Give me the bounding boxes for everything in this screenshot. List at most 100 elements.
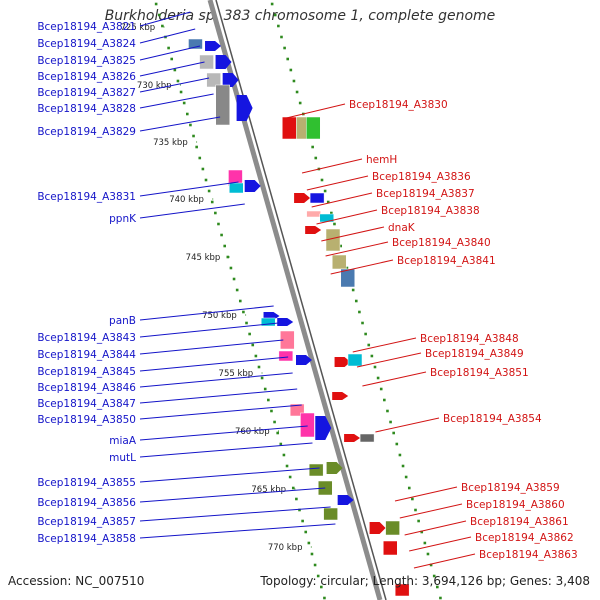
- tick-dot: [401, 464, 405, 468]
- tick-dot: [285, 464, 289, 468]
- gene-label-left[interactable]: Bcep18194_A3827: [37, 87, 136, 99]
- tick-dot: [270, 409, 273, 413]
- tick-dot: [420, 530, 424, 534]
- gene-box: [340, 268, 356, 288]
- tick-dot: [192, 134, 195, 138]
- label-leader-left: [139, 61, 205, 77]
- tick-dot: [358, 310, 361, 314]
- gene-labels[interactable]: Bcep18194_A3821Bcep18194_A3824Bcep18194_…: [37, 21, 577, 561]
- gene-box: [229, 182, 244, 194]
- tick-dot: [179, 90, 183, 94]
- tick-dot: [298, 101, 302, 105]
- gene-label-left[interactable]: Bcep18194_A3828: [37, 103, 136, 115]
- tick-dot: [260, 376, 264, 380]
- gene-label-left[interactable]: Bcep18194_A3855: [37, 477, 136, 489]
- tick-dot: [307, 541, 311, 545]
- gene-arrow: [215, 55, 232, 69]
- kbp-label: 740 kbp: [169, 195, 204, 205]
- tick-dot: [220, 233, 223, 237]
- tick-dot: [417, 519, 420, 523]
- tick-dot: [245, 321, 248, 325]
- label-leader-right: [311, 192, 373, 208]
- gene-box: [308, 463, 324, 477]
- gene-label-left[interactable]: Bcep18194_A3824: [37, 38, 136, 50]
- gene-label-left[interactable]: Bcep18194_A3829: [37, 126, 136, 138]
- label-leader-right: [404, 520, 467, 536]
- gene-label-right[interactable]: Bcep18194_A3841: [397, 255, 496, 267]
- tick-dot: [313, 563, 317, 567]
- gene-box: [318, 480, 333, 496]
- gene-label-right[interactable]: Bcep18194_A3849: [425, 348, 524, 360]
- tick-dot: [361, 321, 364, 325]
- label-leader-left: [139, 388, 298, 404]
- gene-label-right[interactable]: Bcep18194_A3840: [392, 237, 491, 249]
- gene-label-left[interactable]: Bcep18194_A3857: [37, 516, 136, 528]
- gene-arrow: [332, 392, 349, 400]
- gene-label-right[interactable]: Bcep18194_A3848: [420, 333, 519, 345]
- gene-label-left[interactable]: Bcep18194_A3845: [37, 366, 136, 378]
- tick-dot: [238, 299, 242, 303]
- tick-dot: [286, 57, 290, 61]
- gene-box: [331, 254, 347, 270]
- tick-dot: [333, 222, 336, 226]
- gene-label-left[interactable]: Bcep18194_A3821: [37, 21, 136, 33]
- gene-box: [347, 353, 363, 367]
- gene-label-right[interactable]: hemH: [366, 154, 397, 166]
- gene-label-right[interactable]: Bcep18194_A3861: [470, 516, 569, 528]
- tick-dot: [364, 332, 367, 336]
- gene-label-left[interactable]: Bcep18194_A3831: [37, 191, 136, 203]
- gene-label-right[interactable]: Bcep18194_A3830: [349, 99, 448, 111]
- tick-dot: [407, 486, 411, 490]
- gene-label-right[interactable]: Bcep18194_A3862: [475, 532, 574, 544]
- label-leader-right: [352, 337, 417, 353]
- gene-label-right[interactable]: Bcep18194_A3851: [430, 367, 529, 379]
- label-leader-left: [139, 322, 279, 338]
- tick-dot: [273, 420, 276, 424]
- label-leader-right: [399, 503, 463, 519]
- tick-dot: [210, 200, 214, 204]
- gene-label-left[interactable]: Bcep18194_A3826: [37, 71, 136, 83]
- tick-dot: [176, 79, 180, 83]
- tick-dot: [295, 90, 299, 94]
- tick-dot: [367, 343, 371, 347]
- label-leader-left: [139, 77, 210, 93]
- gene-label-left[interactable]: Bcep18194_A3844: [37, 349, 136, 361]
- gene-label-left[interactable]: Bcep18194_A3846: [37, 382, 136, 394]
- label-leader-right: [286, 103, 346, 119]
- gene-label-left[interactable]: miaA: [109, 435, 137, 447]
- tick-dot: [161, 24, 164, 28]
- gene-label-right[interactable]: Bcep18194_A3836: [372, 171, 471, 183]
- gene-label-right[interactable]: Bcep18194_A3837: [376, 188, 475, 200]
- tick-dot: [157, 13, 161, 17]
- kbp-label: 760 kbp: [235, 427, 270, 437]
- gene-arrow: [236, 95, 253, 121]
- gene-label-left[interactable]: Bcep18194_A3856: [37, 497, 136, 509]
- gene-label-right[interactable]: Bcep18194_A3863: [479, 549, 578, 561]
- gene-label-left[interactable]: Bcep18194_A3858: [37, 533, 136, 545]
- gene-label-left[interactable]: Bcep18194_A3843: [37, 332, 136, 344]
- gene-label-left[interactable]: Bcep18194_A3850: [37, 414, 136, 426]
- gene-box: [300, 412, 315, 438]
- kbp-label: 770 kbp: [268, 543, 303, 553]
- gene-label-right[interactable]: Bcep18194_A3838: [381, 205, 480, 217]
- tick-dot: [389, 420, 392, 424]
- gene-label-left[interactable]: mutL: [109, 452, 136, 464]
- tick-dot: [429, 563, 433, 567]
- tick-dot: [330, 211, 333, 215]
- label-leader-right: [330, 259, 394, 275]
- gene-label-left[interactable]: ppnK: [109, 213, 137, 225]
- tick-dot: [354, 299, 358, 303]
- gene-label-left[interactable]: panB: [109, 315, 136, 327]
- gene-label-left[interactable]: Bcep18194_A3847: [37, 398, 136, 410]
- gene-box: [282, 116, 297, 140]
- gene-arrow: [294, 193, 311, 203]
- gene-label-left[interactable]: Bcep18194_A3825: [37, 55, 136, 67]
- label-leader-right: [306, 175, 369, 191]
- tick-dot: [295, 497, 298, 501]
- gene-label-right[interactable]: Bcep18194_A3860: [466, 499, 565, 511]
- gene-label-right[interactable]: Bcep18194_A3859: [461, 482, 560, 494]
- tick-dot: [370, 354, 374, 358]
- gene-label-right[interactable]: Bcep18194_A3854: [443, 413, 542, 425]
- gene-label-right[interactable]: dnaK: [388, 222, 416, 234]
- gene-box: [325, 228, 341, 252]
